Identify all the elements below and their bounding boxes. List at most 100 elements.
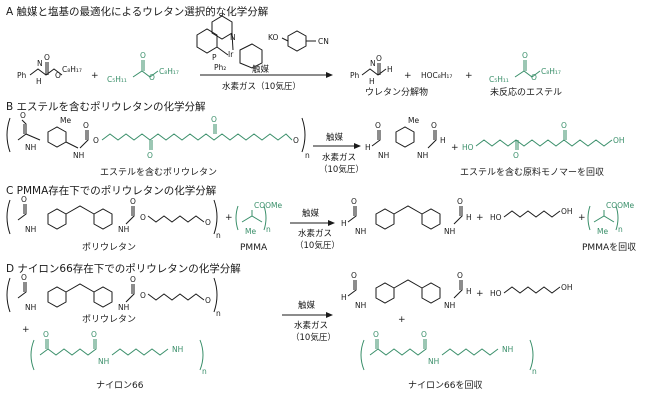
svg-text:NH: NH [417,151,428,160]
svg-text:O: O [522,51,528,60]
svg-text:C₅H₁₁: C₅H₁₁ [489,75,509,84]
diformamide-product-b: H O NH Me NH O H [365,116,446,160]
svg-text:NH: NH [444,301,455,310]
svg-text:N: N [370,59,376,68]
svg-text:O: O [83,121,89,130]
svg-text:NH: NH [355,227,366,236]
plus-a3: + [465,71,473,81]
svg-text:O: O [140,291,146,300]
svg-text:C₈H₁₇: C₈H₁₇ [541,67,561,76]
product-a3-label: 未反応のエステル [490,86,562,98]
iridium-catalyst: N Ir P Ph₂ KO CN [196,15,329,72]
h-label: H [36,77,42,86]
scheme-c: O NH NH O O O n ポリウレタン + COOMe Me n PMMA [6,195,636,253]
bracket-right-c [213,199,218,235]
product-d-label: ナイロン66を回収 [408,379,482,391]
hexanediol-d: HO OH [490,283,573,298]
svg-text:n: n [618,225,623,234]
svg-text:NH: NH [73,151,84,160]
svg-text:n: n [532,367,537,376]
svg-text:NH: NH [118,303,129,312]
catalyst-c: 触媒 [302,208,320,219]
c8-label: C₈H₁₇ [62,65,82,74]
plus-a1: + [91,71,99,81]
svg-text:O: O [43,330,49,339]
bracket-right-b [301,117,306,153]
svg-text:n: n [202,367,207,376]
cond-d2: （10気圧） [291,332,336,343]
svg-text:CN: CN [318,37,329,46]
svg-text:HO: HO [462,143,474,152]
svg-text:NH: NH [25,303,36,312]
bracket-left-b [6,117,11,153]
plus-c1: + [225,213,233,223]
nylon66-recovered: O O NH NH n [360,330,537,376]
product-a1-label: ウレタン分解物 [365,86,428,98]
plus-d-left: + [22,325,30,335]
nylon-label: ナイロン66 [96,380,144,391]
svg-text:Ph₂: Ph₂ [214,63,226,72]
svg-text:OH: OH [561,283,573,292]
nylon66-reactant: O O NH NH n [30,330,207,376]
svg-text:O: O [376,54,382,63]
c8-ester-label: C₈H₁₇ [159,67,179,76]
hexanediol-c: HO OH [490,207,573,222]
reactant-c-label: ポリウレタン [82,242,136,253]
svg-text:O: O [21,195,27,204]
o-label: O [44,53,50,62]
bracket-left-c [6,199,11,235]
ester-substrate: C₅H₁₁ O O C₈H₁₇ [107,51,179,84]
pmma-reactant: COOMe Me n [235,201,283,236]
svg-text:COOMe: COOMe [254,201,283,210]
plus-b: + [451,143,459,153]
svg-text:HO: HO [490,289,502,298]
cond-b1: 水素ガス [322,152,356,163]
svg-text:O: O [561,121,567,130]
section-a-title: A 触媒と塩基の最適化によるウレタン選択的な化学分解 [6,6,269,18]
svg-text:H: H [341,219,347,228]
svg-text:NH: NH [502,345,513,354]
plus-a2: + [404,71,412,81]
svg-text:O: O [351,197,357,206]
cond-c1: 水素ガス [298,228,332,239]
svg-text:O: O [457,271,463,280]
cond-c2: （10気圧） [295,240,340,251]
plus-d-right: + [476,289,484,299]
scheme-d: O NH NH O O O n ポリウレタン + O O NH NH [6,271,573,391]
n-c1: n [216,231,221,240]
svg-text:H: H [440,136,446,145]
pmma-recovered: COOMe Me n [587,201,635,236]
svg-text:N: N [37,59,43,68]
formamide-product: Ph H N O H [350,54,393,86]
svg-text:O: O [55,71,61,80]
section-c-title: C PMMA存在下でのポリウレタンの化学分解 [6,185,217,197]
cond-b2: （10気圧） [319,164,364,175]
n-b: n [305,151,310,160]
svg-text:H: H [369,77,375,86]
bracket-left-d [6,277,11,313]
svg-text:KO: KO [268,33,279,42]
pmma-label: PMMA [240,243,268,253]
svg-text:Ir: Ir [228,50,234,59]
svg-text:Me: Me [60,116,71,125]
ph-label: Ph [17,71,27,80]
svg-text:P: P [212,53,217,62]
urethane-substrate: Ph H N O O C₈H₁₇ [17,53,82,86]
product-b-label: エステルを含む原料モノマーを回収 [460,166,604,178]
svg-text:O: O [531,73,537,82]
section-d-title: D ナイロン66存在下でのポリウレタンの化学分解 [6,263,241,275]
plus-c2: + [476,213,484,223]
svg-text:NH: NH [172,345,183,354]
c5-label: C₅H₁₁ [107,75,127,84]
svg-text:O: O [205,218,211,227]
diformamide-product-c: H O NH NH O H [341,197,472,236]
svg-text:NH: NH [444,227,455,236]
svg-text:HO: HO [490,213,502,222]
svg-text:O: O [373,330,379,339]
svg-text:OH: OH [613,136,625,145]
catalyst-d: 触媒 [298,300,316,311]
cond-d1: 水素ガス [294,320,328,331]
svg-text:COOMe: COOMe [606,201,635,210]
svg-text:Me: Me [408,116,419,125]
